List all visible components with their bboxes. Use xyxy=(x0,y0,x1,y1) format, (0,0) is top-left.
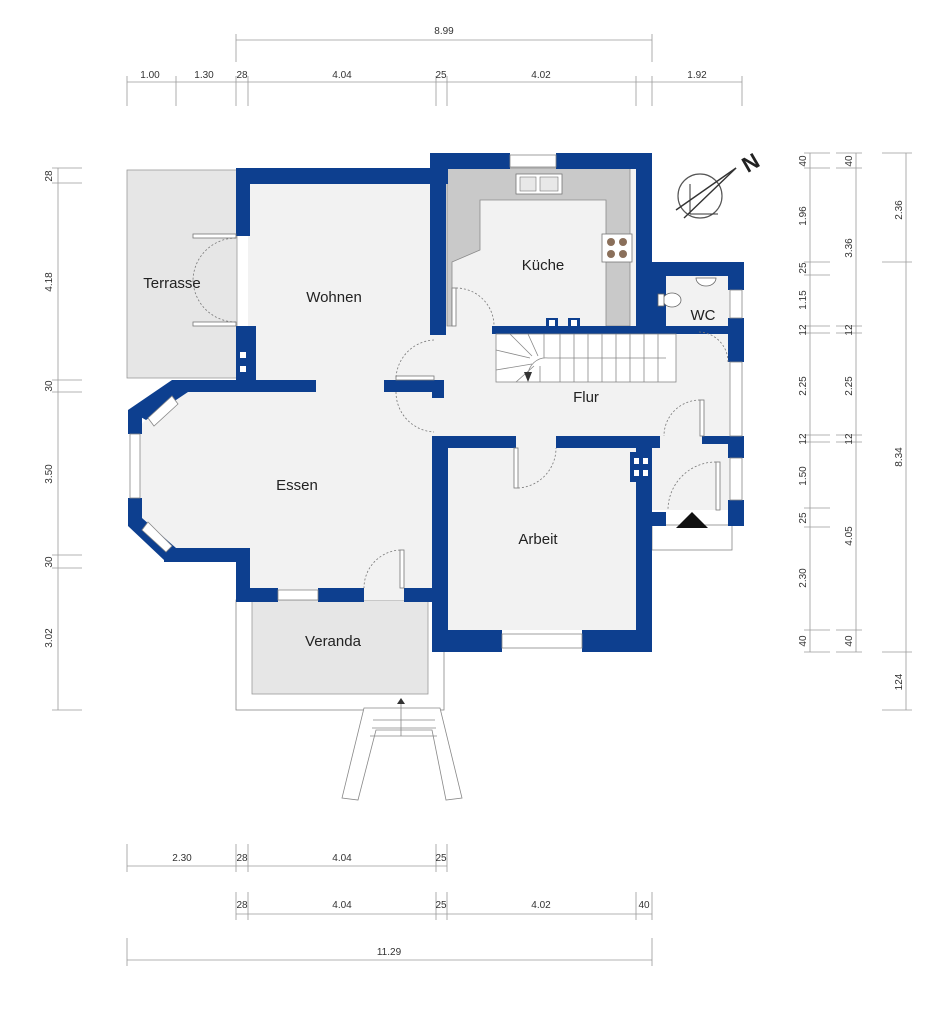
dim-r3-2: 124 xyxy=(894,673,905,690)
dim-top-5: 4.02 xyxy=(531,70,551,81)
dim-left-1: 4.18 xyxy=(44,272,55,292)
veranda-area xyxy=(235,599,463,801)
compass-north-label: N xyxy=(738,148,764,178)
room-label-flur: Flur xyxy=(573,389,599,406)
stove-icon xyxy=(601,233,633,263)
dim-b2-0: 28 xyxy=(236,900,248,911)
dim-r2-3: 2.25 xyxy=(844,376,855,396)
toilet-icon xyxy=(657,292,682,308)
dim-b2-4: 40 xyxy=(638,900,650,911)
dim-left-2: 30 xyxy=(44,380,55,392)
doors xyxy=(192,233,729,589)
compass-icon: N xyxy=(675,148,764,219)
dim-left-4: 30 xyxy=(44,556,55,568)
terrace-area xyxy=(126,169,238,379)
dim-r1-2: 25 xyxy=(798,262,809,274)
dim-r1-6: 12 xyxy=(798,433,809,445)
dim-r2-2: 12 xyxy=(844,324,855,336)
entrance-step xyxy=(651,512,733,551)
bottom-dimensions: 2.30 28 4.04 25 28 4.04 25 4.02 40 11.29 xyxy=(126,844,653,966)
interior-floor xyxy=(140,167,732,630)
dim-r1-7: 1.50 xyxy=(798,466,809,486)
kitchen-sink-icon xyxy=(515,173,563,195)
dim-r3-1: 8.34 xyxy=(894,447,905,467)
top-dimensions: 8.99 1.00 1.30 28 4.04 25 4.02 1.92 xyxy=(126,26,743,106)
dim-top-total: 8.99 xyxy=(434,26,454,37)
dim-r1-10: 40 xyxy=(798,635,809,647)
dim-top-0: 1.00 xyxy=(140,70,160,81)
room-label-kueche: Küche xyxy=(522,257,565,274)
dim-r1-9: 2.30 xyxy=(798,568,809,588)
dim-left-3: 3.50 xyxy=(44,464,55,484)
dim-r2-4: 12 xyxy=(844,433,855,445)
dim-top-6: 1.92 xyxy=(687,70,707,81)
dim-b1-1: 28 xyxy=(236,853,248,864)
dim-r3-0: 2.36 xyxy=(894,200,905,220)
dim-b2-1: 4.04 xyxy=(332,900,352,911)
dim-r2-6: 40 xyxy=(844,635,855,647)
dim-r2-0: 40 xyxy=(844,155,855,167)
dim-r1-4: 12 xyxy=(798,324,809,336)
dim-b1-3: 25 xyxy=(435,853,447,864)
windows xyxy=(129,154,743,649)
dim-left-0: 28 xyxy=(44,170,55,182)
dim-top-3: 4.04 xyxy=(332,70,352,81)
room-label-wc: WC xyxy=(691,307,716,324)
dim-b2-2: 25 xyxy=(435,900,447,911)
staircase xyxy=(495,333,677,383)
dim-b1-2: 4.04 xyxy=(332,853,352,864)
dim-top-1: 1.30 xyxy=(194,70,214,81)
dim-r1-0: 40 xyxy=(798,155,809,167)
dim-r1-5: 2.25 xyxy=(798,376,809,396)
pillar-details xyxy=(240,320,648,476)
room-label-essen: Essen xyxy=(276,477,318,494)
dim-r1-1: 1.96 xyxy=(798,206,809,226)
dim-left-5: 3.02 xyxy=(44,628,55,648)
dim-top-4: 25 xyxy=(435,70,447,81)
room-label-veranda: Veranda xyxy=(305,633,362,650)
dim-top-2: 28 xyxy=(236,70,248,81)
room-labels: Wohnen Küche Terrasse WC Flur Essen Arbe… xyxy=(143,257,715,650)
dim-b1-0: 2.30 xyxy=(172,853,192,864)
dim-r2-5: 4.05 xyxy=(844,526,855,546)
dim-b2-3: 4.02 xyxy=(531,900,551,911)
dim-bottom-total: 11.29 xyxy=(377,947,402,958)
dim-r1-8: 25 xyxy=(798,512,809,524)
room-label-wohnen: Wohnen xyxy=(306,289,362,306)
wc-basin-icon xyxy=(695,277,717,287)
left-dimensions: 28 4.18 30 3.50 30 3.02 xyxy=(44,167,82,711)
dim-r1-3: 1.15 xyxy=(798,290,809,310)
right-dimensions: 40 1.96 25 1.15 12 2.25 12 1.50 25 2.30 … xyxy=(798,152,912,711)
room-label-terrasse: Terrasse xyxy=(143,275,201,292)
room-label-arbeit: Arbeit xyxy=(518,531,558,548)
dim-r2-1: 3.36 xyxy=(844,238,855,258)
